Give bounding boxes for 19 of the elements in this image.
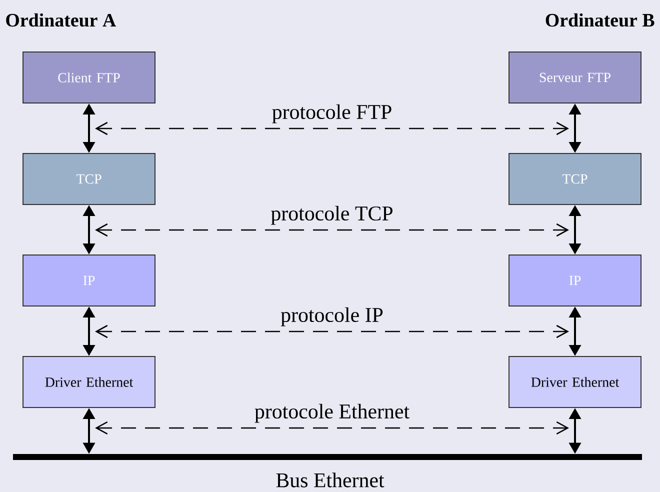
- dashed-arrow: [95, 223, 569, 237]
- dashed-arrow: [95, 122, 569, 136]
- column-heading: Ordinateur A: [6, 13, 116, 27]
- layer-box: Client FTP: [22, 52, 156, 104]
- edge-label: protocole Ethernet: [253, 402, 411, 424]
- bus-label: Bus Ethernet: [276, 472, 384, 488]
- layer-box: Driver Ethernet: [22, 356, 156, 408]
- layer-box: TCP: [22, 153, 156, 205]
- layer-box: TCP: [508, 153, 642, 205]
- layer-box: Driver Ethernet: [508, 356, 642, 408]
- edge-label: protocole FTP: [270, 103, 394, 124]
- column-heading: Ordinateur B: [546, 13, 654, 27]
- layer-box: Serveur FTP: [508, 52, 642, 104]
- layer-box: IP: [508, 254, 642, 306]
- edge-label: protocole IP: [280, 306, 384, 328]
- dashed-arrow: [95, 421, 569, 435]
- edge-label: protocole TCP: [270, 204, 394, 226]
- dashed-arrow: [95, 324, 569, 338]
- layer-box: IP: [22, 254, 156, 306]
